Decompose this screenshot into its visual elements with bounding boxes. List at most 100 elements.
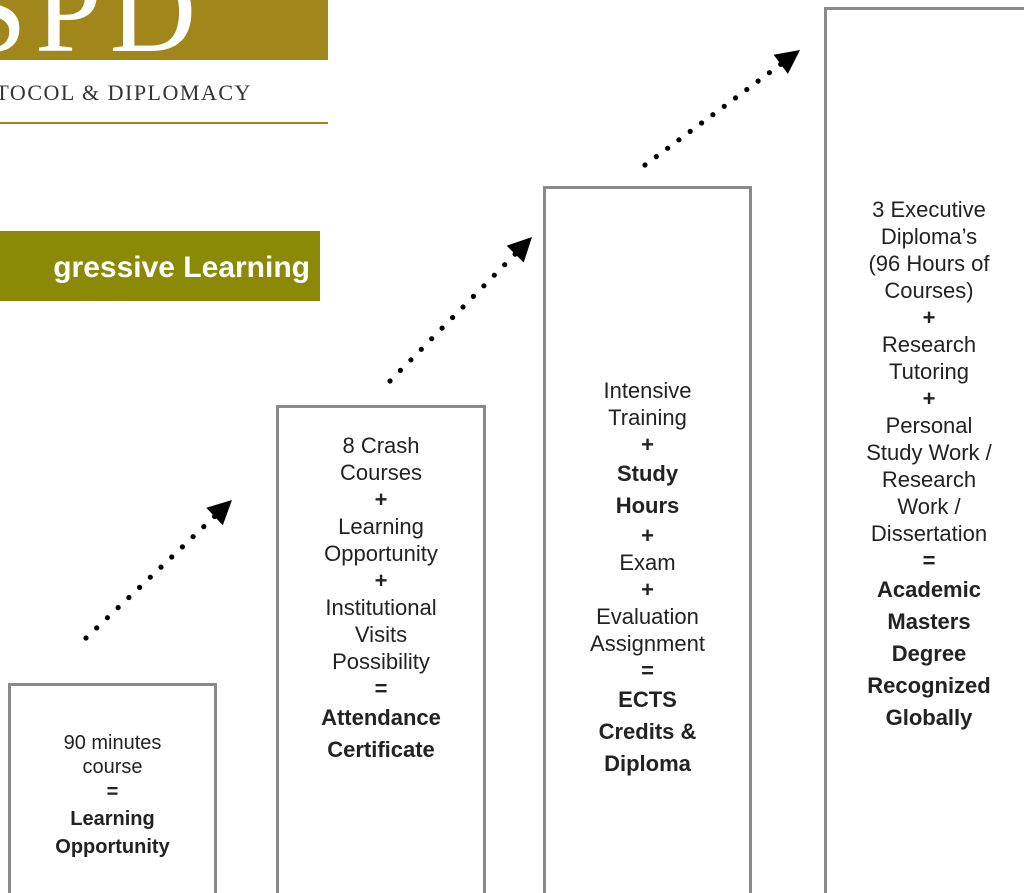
arrow-1-dot (190, 534, 196, 540)
step-4-result: Recognized (867, 673, 991, 698)
arrow-2-dot (460, 304, 466, 310)
step-4-plus: + (922, 305, 936, 330)
arrow-1-dot (104, 615, 110, 621)
arrow-3-dot (653, 154, 659, 160)
arrow-1-dot (201, 524, 207, 530)
step-4-line: Research (881, 332, 977, 357)
logo-letters: SPD (0, 0, 328, 60)
title-banner: gressive Learning (0, 231, 320, 301)
step-2-result: Attendance (321, 705, 441, 730)
step-2-plus: + (374, 487, 388, 512)
arrow-3-dot (699, 120, 705, 126)
arrow-1-dot (158, 564, 164, 570)
arrow-1-dot (169, 554, 175, 560)
arrow-1-dot (126, 594, 132, 601)
step-3-line: Training (608, 405, 687, 430)
step-3-line: Intensive (603, 378, 692, 403)
step-2-line: Courses (340, 460, 422, 485)
arrow-3-head (773, 50, 800, 74)
arrow-2-dot (408, 357, 414, 363)
step-4-line: 3 Executive (872, 197, 986, 222)
step-3-line: Assignment (590, 631, 705, 656)
arrow-2-dot (387, 378, 393, 384)
arrow-1-head (206, 500, 232, 526)
step-4-line: Study Work / (866, 440, 992, 465)
step-4-line: Research (881, 467, 977, 492)
step-3-line: Exam (619, 550, 676, 575)
arrow-2-dot (502, 262, 508, 268)
step-4-line: Personal (885, 413, 973, 438)
arrow-3-dot (665, 145, 671, 151)
arrow-3-dot (732, 95, 739, 101)
step-2-line: 8 Crash (342, 433, 420, 458)
step-2-equals: = (374, 676, 388, 701)
step-1-equals: = (106, 780, 119, 803)
arrow-2-dot (481, 283, 487, 289)
arrow-2-dot (418, 346, 424, 352)
step-2-plus: + (374, 568, 388, 593)
step-2-line: Visits (354, 622, 408, 647)
arrow-3-dot (766, 70, 773, 76)
logo: SPD (0, 0, 328, 60)
step-box-1: 90 minutes course = Learning Opportunity (8, 683, 217, 893)
step-4-line: Dissertation (870, 521, 988, 546)
step-3-result: Diploma (604, 751, 691, 776)
step-2-line: Learning (338, 514, 424, 539)
step-4-line: Courses) (884, 278, 974, 303)
step-4-line: Work / (897, 494, 961, 519)
step-2-line: Opportunity (324, 541, 438, 566)
step-4-plus: + (922, 386, 936, 411)
logo-divider (0, 60, 328, 64)
logo-underline (0, 122, 328, 124)
arrow-3-dot (676, 137, 682, 143)
step-4-line: (96 Hours of (868, 251, 990, 276)
step-4-line: Tutoring (889, 359, 969, 384)
step-3-plus: + (641, 577, 654, 602)
arrow-2-dot (429, 336, 435, 342)
step-3-strong-line: Study (616, 461, 679, 486)
arrow-3-dot (721, 103, 727, 109)
step-box-3: Intensive Training + Study Hours + Exam … (543, 186, 752, 893)
arrow-1-dot (179, 544, 185, 550)
arrow-1-dot (83, 635, 89, 641)
arrow-2-head (506, 237, 532, 263)
step-box-4: 3 Executive Diploma’s (96 Hours of Cours… (824, 7, 1024, 893)
step-1-line: course (82, 755, 143, 778)
arrow-1-dot (137, 584, 143, 591)
step-2-line: Institutional (325, 595, 437, 620)
logo-tagline: OTOCOL & DIPLOMACY (0, 80, 252, 105)
step-3-result: ECTS (618, 687, 677, 712)
arrow-2-dot (439, 325, 445, 331)
step-3-result: Credits & (598, 719, 697, 744)
step-3-strong-line: Hours (615, 493, 680, 518)
step-3-plus: + (641, 523, 654, 548)
arrow-2-dot (450, 314, 456, 321)
arrow-3-dot (744, 86, 750, 93)
step-4-result: Academic (877, 577, 981, 602)
step-2-line: Possibility (332, 649, 430, 674)
arrow-1-dot (147, 574, 153, 580)
banner-title: gressive Learning (53, 251, 310, 284)
step-1-line: 90 minutes (63, 731, 162, 754)
step-3-line: Evaluation (596, 604, 699, 629)
step-1-result: Opportunity (55, 835, 170, 858)
arrow-2-dot (491, 272, 497, 278)
step-3-equals: = (641, 658, 654, 683)
step-3-plus: + (641, 432, 654, 457)
arrow-1-dot (115, 605, 121, 611)
arrow-3-dot (755, 78, 761, 84)
arrow-3-dot (710, 112, 716, 118)
arrow-3-dot (687, 128, 693, 134)
step-2-result: Certificate (327, 737, 435, 762)
step-4-result: Globally (885, 705, 973, 730)
step-4-equals: = (922, 548, 936, 573)
step-1-result: Learning (70, 807, 155, 830)
arrow-2-dot (470, 293, 476, 299)
step-box-2: 8 Crash Courses + Learning Opportunity +… (276, 405, 486, 893)
arrow-3-dot (642, 162, 648, 168)
arrow-1-dot (94, 625, 100, 631)
step-4-result: Degree (891, 641, 967, 666)
step-4-result: Masters (887, 609, 971, 634)
step-4-line: Diploma’s (880, 224, 978, 249)
